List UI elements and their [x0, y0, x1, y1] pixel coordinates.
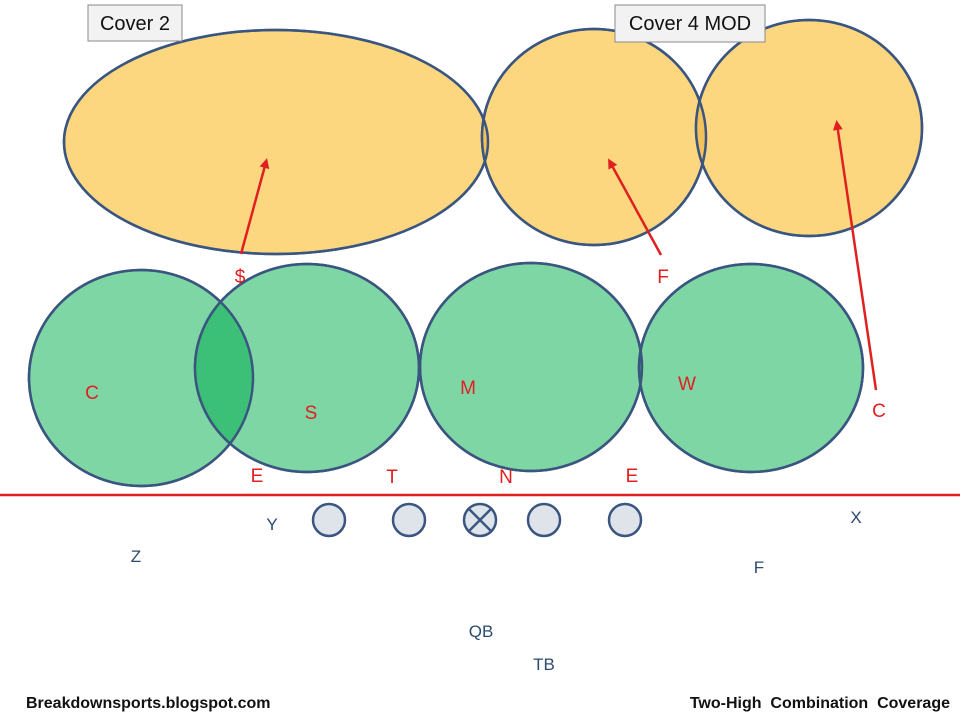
- offense-f: F: [754, 558, 764, 577]
- deep-zone-left-outline: [62, 28, 490, 256]
- defender-sam: S: [305, 403, 318, 424]
- coverage-label-right: Cover 4 MOD: [614, 4, 766, 43]
- under-zone-mike-outline: [418, 261, 644, 473]
- defender-tackle: T: [386, 467, 398, 488]
- coverage-label-left-text: Cover 2: [100, 13, 170, 35]
- defender-end-right: E: [626, 466, 639, 487]
- offense-z: Z: [131, 547, 141, 566]
- coverage-label-right-text: Cover 4 MOD: [629, 13, 751, 35]
- offense-qb: QB: [469, 622, 494, 641]
- arrow-corner-right-drop: [832, 120, 878, 391]
- offense-x: X: [850, 508, 861, 527]
- under-zone-will-outline: [637, 262, 865, 474]
- footer-title: Two-High Combination Coverage: [690, 695, 950, 712]
- deep-zone-left: [62, 28, 490, 256]
- deep-zone-right-outline: [694, 18, 924, 238]
- footer-source: Breakdownsports.blogspot.com: [26, 695, 270, 712]
- arrow-dollar-drop: [239, 158, 270, 255]
- defender-dollar: $: [235, 267, 246, 288]
- defender-nose: N: [499, 467, 513, 488]
- offensive-lineman-right-tackle: [607, 502, 643, 538]
- offense-tb: TB: [533, 655, 555, 674]
- defender-end-left: E: [251, 466, 264, 487]
- defender-corner-left: C: [85, 383, 99, 404]
- offensive-lineman-left-guard: [391, 502, 427, 538]
- offense-y: Y: [266, 515, 277, 534]
- under-zone-corner-left-outline: [27, 268, 255, 488]
- defender-mike: M: [460, 378, 476, 399]
- defender-free-safety: F: [657, 267, 669, 288]
- offensive-lineman-left-tackle: [311, 502, 347, 538]
- offensive-center: [462, 502, 498, 538]
- arrow-free-safety-drop: [608, 158, 663, 256]
- coverage-label-left: Cover 2: [87, 4, 183, 42]
- offensive-lineman-right-guard: [526, 502, 562, 538]
- defender-will: W: [678, 374, 696, 395]
- deep-zone-middle-outline: [480, 27, 708, 247]
- defender-corner-right: C: [872, 401, 886, 422]
